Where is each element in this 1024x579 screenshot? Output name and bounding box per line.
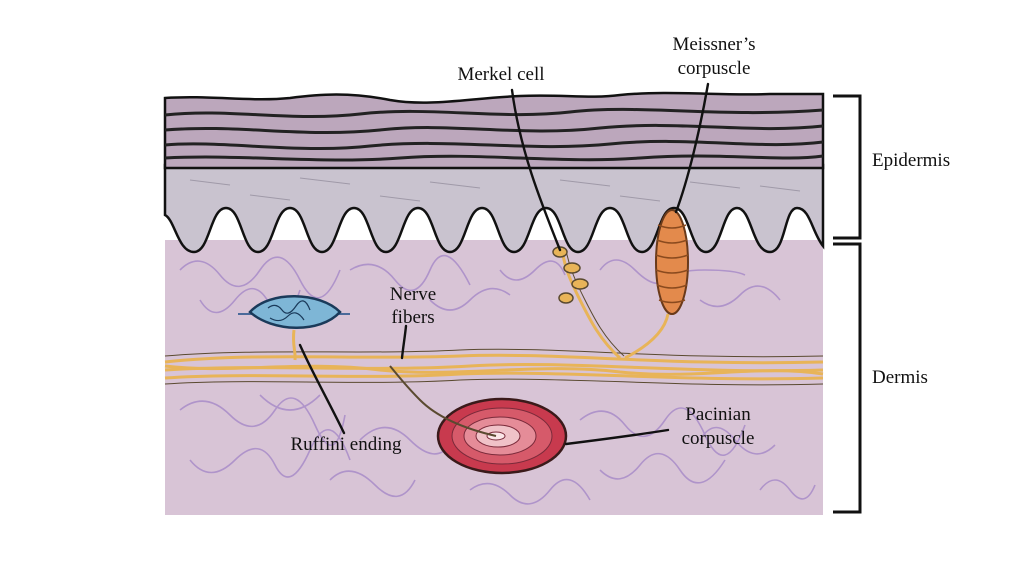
dermis-label: Dermis [872, 367, 928, 388]
nerve-fiber-outline [164, 348, 824, 386]
leader-lines [298, 82, 710, 446]
meissner-nerve-fiber [624, 313, 670, 360]
meissner-corpuscle-shape [655, 209, 689, 315]
ruffini-ending-label: Ruffini ending [290, 434, 402, 455]
epidermis-label: Epidermis [872, 150, 950, 171]
ruffini-ending-shape [238, 295, 350, 361]
nerve-fiber-bundle [164, 353, 824, 381]
epidermis-bracket [833, 94, 862, 240]
pacinian-corpuscle-shape [389, 365, 568, 475]
nerve-fibers-label-line2: fibers [391, 307, 434, 328]
merkel-cell-label: Merkel cell [457, 64, 544, 85]
pacinian-corpuscle-label-line1: Pacinian [685, 404, 751, 425]
dermis-bracket [833, 242, 862, 514]
merkel-cell-endings [552, 246, 589, 304]
pacinian-corpuscle-label-line2: corpuscle [682, 428, 755, 449]
stratum-corneum-bands [164, 107, 824, 162]
meissners-corpuscle-label-line1: Meissner’s [672, 34, 755, 55]
epidermis-texture [189, 177, 801, 202]
nerve-fibers-label-line1: Nerve [390, 284, 436, 305]
collagen-fibers [179, 254, 816, 505]
epidermis-basal-layer [163, 163, 825, 254]
meissners-corpuscle-label-line2: corpuscle [678, 58, 751, 79]
